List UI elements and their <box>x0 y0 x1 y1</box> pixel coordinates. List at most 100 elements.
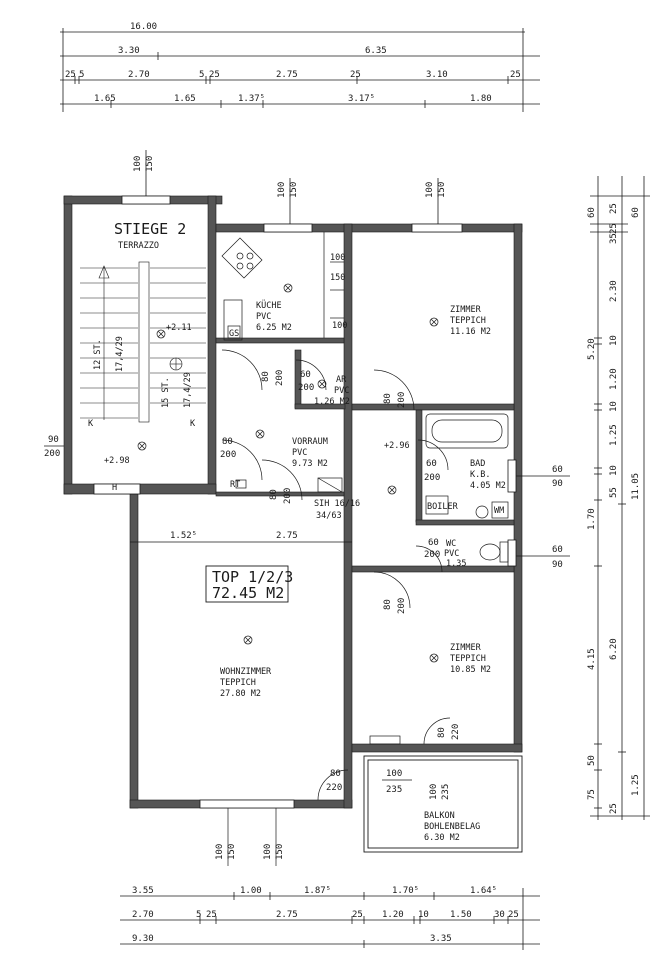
wohn-window1-b: 150 <box>227 844 237 860</box>
ar-floor: PVC <box>334 386 349 396</box>
top-dim-r4-c: 1.37⁵ <box>238 94 265 104</box>
bottom-r3-1: 3.35 <box>430 934 452 944</box>
window-label-zimmer1-a: 100 <box>425 182 435 198</box>
bottom-r1-4: 1.64⁵ <box>470 886 497 896</box>
top-dim-r3-f: 2.75 <box>276 70 298 80</box>
bath-window-w: 60 <box>552 465 563 475</box>
top-dim-r3-a: 25 <box>65 70 76 80</box>
wohn-area: 27.80 M2 <box>220 689 261 699</box>
top-dim-r3-g: 25 <box>350 70 361 80</box>
door-zimmer1-h: 200 <box>397 392 407 408</box>
light-symbol-stair <box>137 329 166 451</box>
stair-steps-up: 12 ST. <box>93 339 103 370</box>
door-vorraum-mid-w: 80 <box>269 489 279 500</box>
top-dim-r3-h: 3.10 <box>426 70 448 80</box>
balkon-window-h: 235 <box>386 785 402 795</box>
balkon-window2-h: 235 <box>441 784 451 800</box>
door-bad-h: 200 <box>424 473 440 483</box>
sih-label-2: 34/63 <box>316 511 342 521</box>
wohn-unit-box <box>205 565 289 603</box>
door-vorraum-left-h: 200 <box>220 450 236 460</box>
stiege-title: STIEGE 2 <box>114 220 186 238</box>
top-dim-r3-i: 25 <box>510 70 521 80</box>
bottom-r1-3: 1.70⁵ <box>392 886 419 896</box>
boiler-label: BOILER <box>427 502 459 512</box>
wc-name: WC <box>446 539 456 549</box>
zimmer2-symbols <box>369 571 451 745</box>
wc-fixtures <box>415 541 509 573</box>
bath-floor: K.B. <box>470 470 490 480</box>
kitchen-area: 6.25 M2 <box>256 323 292 333</box>
bottom-r2-0: 2.70 <box>132 910 154 920</box>
bottom-r1-1: 1.00 <box>240 886 262 896</box>
bottom-r3-0: 9.30 <box>132 934 154 944</box>
door-wc-h: 200 <box>424 550 440 560</box>
wohn-floor: TEPPICH <box>220 678 256 688</box>
door-ar-h: 200 <box>298 383 314 393</box>
stair-door-width: 90 <box>48 435 59 445</box>
door-zimmer2-h: 200 <box>397 598 407 614</box>
door-balkon1-h: 220 <box>451 724 461 740</box>
right-c1-13: 25 <box>609 803 619 814</box>
wc-area: 1.35 <box>446 559 466 569</box>
right-c2-0: 25 <box>609 203 619 214</box>
bath-area: 4.05 M2 <box>470 481 506 491</box>
bottom-r1-2: 1.87⁵ <box>304 886 331 896</box>
right-c2-2: 5.20 <box>587 338 597 360</box>
stair-door-code: H <box>112 483 117 493</box>
stiege-floor: TERRAZZO <box>118 241 159 251</box>
top-dim-left: 3.30 <box>118 46 140 56</box>
stair-ratio-up: 17,4/29 <box>115 336 125 372</box>
staircase <box>80 261 206 423</box>
vorraum-symbols <box>221 349 343 501</box>
door-zimmer2-w: 80 <box>383 599 393 610</box>
stair-steps-down: 15 ST. <box>161 377 171 408</box>
kitchen-cabinet-3: 100 <box>332 321 347 331</box>
right-c2-1: 35 <box>609 233 619 244</box>
kitchen-fixtures <box>221 232 344 341</box>
window-label-zimmer1-b: 150 <box>437 182 447 198</box>
stair-level-top: +2.11 <box>166 323 192 333</box>
right-c1-6: 1.25 <box>609 424 619 446</box>
zimmer2-floor: TEPPICH <box>450 654 486 664</box>
right-c1-12: 75 <box>587 789 597 800</box>
zimmer2-area: 10.85 M2 <box>450 665 491 675</box>
bath-wm-label: WM <box>494 506 504 516</box>
bath-fixtures <box>387 413 509 519</box>
door-balkon1-w: 80 <box>437 727 447 738</box>
top-unit-line2: 72.45 M2 <box>212 584 284 602</box>
top-dim-right: 6.35 <box>365 46 387 56</box>
right-dimension-chains <box>590 176 650 820</box>
window-label-stiege-b: 150 <box>145 156 155 172</box>
door-balkon2-h: 220 <box>326 783 342 793</box>
door-zimmer1-w: 80 <box>383 393 393 404</box>
right-c1-10: 4.15 <box>587 648 597 670</box>
bottom-r2-7: 1.50 <box>450 910 472 920</box>
right-c1-3: 10 <box>609 335 619 346</box>
vorraum-name: VORRAUM <box>292 437 328 447</box>
vorraum-rt-label: RT <box>230 480 240 490</box>
door-bad-w: 60 <box>426 459 437 469</box>
right-c2-3: 6.20 <box>609 638 619 660</box>
segment-left: 1.52⁵ <box>170 531 197 541</box>
right-c1-5: 10 <box>609 401 619 412</box>
zimmer1-symbols <box>373 317 439 411</box>
right-c1-0: 60 <box>587 207 597 218</box>
top-dim-r3-b: 5 <box>79 70 84 80</box>
door-kueche-w: 80 <box>261 371 271 382</box>
sih-label: SIH 16/16 <box>314 499 360 509</box>
wohn-name: WOHNZIMMER <box>220 667 272 677</box>
top-unit-line1: TOP 1/2/3 <box>212 568 293 586</box>
bottom-r2-4: 25 <box>352 910 363 920</box>
balcony-outline <box>363 755 523 853</box>
right-c1-11: 50 <box>587 755 597 766</box>
right-c1-2: 2.30 <box>609 280 619 302</box>
stair-k-left: K <box>88 419 94 429</box>
bottom-r2-6: 10 <box>418 910 429 920</box>
zimmer2-name: ZIMMER <box>450 643 482 653</box>
segment-right: 2.75 <box>276 531 298 541</box>
bottom-r1-0: 3.55 <box>132 886 154 896</box>
top-dim-total: 16.00 <box>130 22 157 32</box>
top-dim-r4-d: 3.17⁵ <box>348 94 375 104</box>
